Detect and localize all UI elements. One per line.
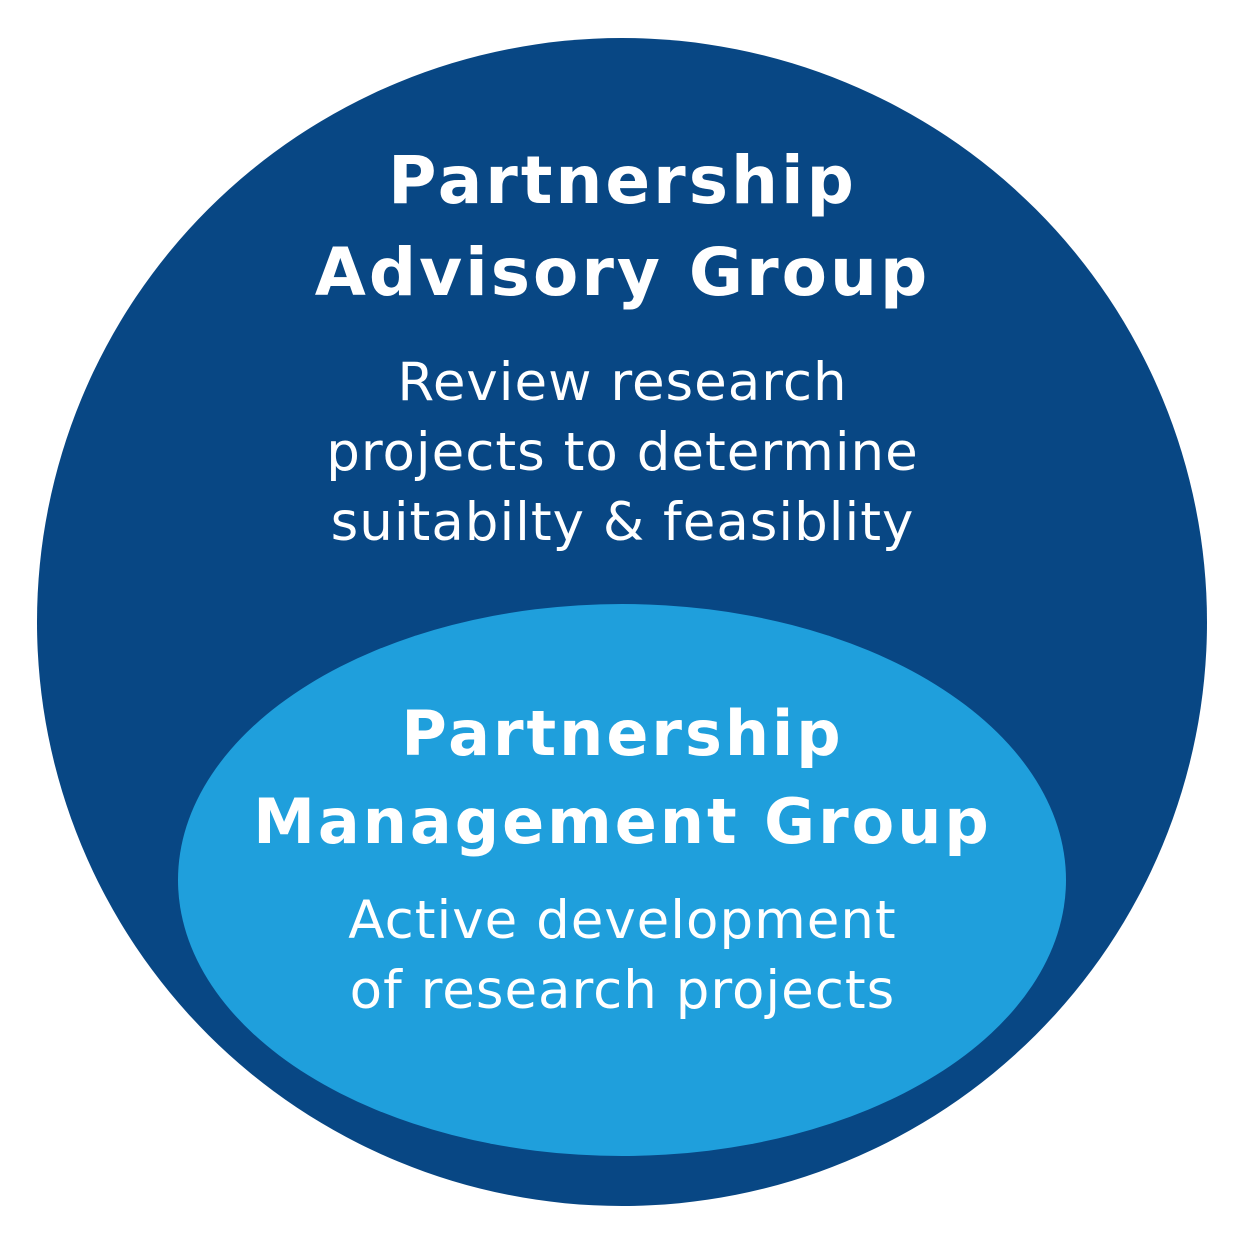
advisory-group-title-line-2: Advisory Group — [314, 234, 931, 311]
management-group-title-line-2: Management Group — [253, 785, 992, 858]
advisory-group-description-line-2: projects to determine — [326, 422, 919, 483]
management-group-title: Partnership Management Group — [0, 690, 1245, 866]
advisory-group-title-line-1: Partnership — [388, 142, 857, 219]
management-group-title-line-1: Partnership — [401, 697, 844, 770]
advisory-group-description-line-3: suitabilty & feasiblity — [330, 492, 915, 553]
management-group-description: Active development of research projects — [0, 886, 1245, 1026]
advisory-group-title: Partnership Advisory Group — [0, 135, 1245, 319]
advisory-group-description-line-1: Review research — [397, 352, 848, 413]
advisory-group-description: Review research projects to determine su… — [0, 348, 1245, 558]
partnership-management-group-ellipse — [178, 604, 1066, 1156]
management-group-description-line-1: Active development — [348, 890, 897, 951]
management-group-description-line-2: of research projects — [349, 960, 896, 1021]
